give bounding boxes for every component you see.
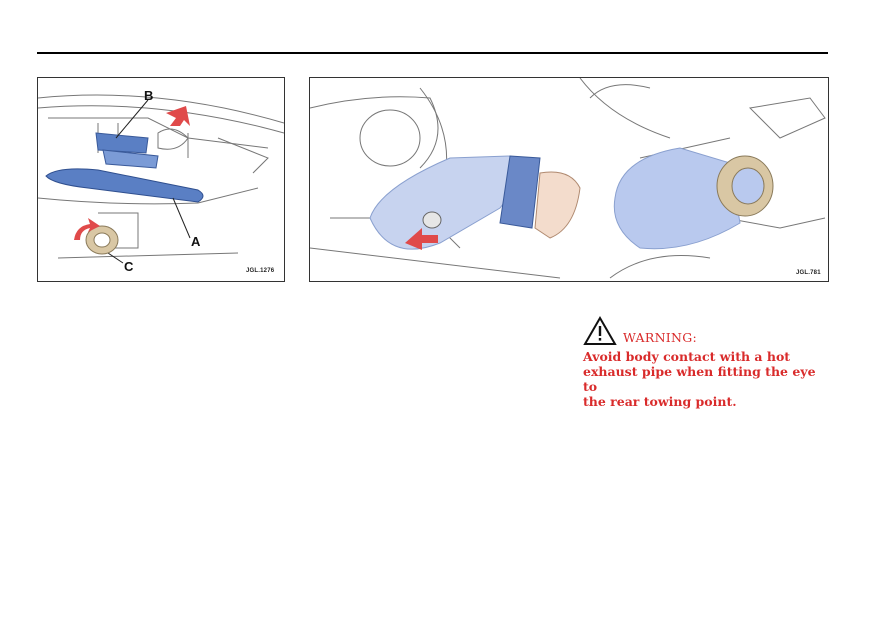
push-arrow-icon xyxy=(166,106,190,126)
warning-title: WARNING: xyxy=(623,330,698,345)
figure-code: JGL.781 xyxy=(796,270,821,276)
header-rule xyxy=(37,52,828,54)
hand-icon xyxy=(534,171,581,239)
towing-eye-icon xyxy=(499,155,541,229)
bumper-cover-illustration: B A C JGL.1276 xyxy=(37,77,285,282)
exhaust-tailpipe-illustration: JGL.781 xyxy=(309,77,829,282)
figure-code: JGL.1276 xyxy=(246,268,275,274)
part-c-towing-eye-cover-icon xyxy=(85,225,119,255)
warning-notice: WARNING: Avoid body contact with a hot e… xyxy=(583,314,833,409)
callout-c: C xyxy=(124,259,134,274)
warning-body: Avoid body contact with a hot exhaust pi… xyxy=(583,349,833,409)
warning-line: Avoid body contact with a hot xyxy=(583,349,791,364)
bumper-cover-drawing xyxy=(38,94,284,264)
part-b-clip-icon xyxy=(95,132,159,169)
exhaust-tailpipe-drawing xyxy=(310,78,826,279)
warning-triangle-icon xyxy=(583,316,617,345)
warning-line: the rear towing point. xyxy=(583,394,737,409)
callout-a: A xyxy=(191,234,201,249)
warning-line: exhaust pipe when fitting the eye to xyxy=(583,364,816,394)
insert-arrow-icon xyxy=(405,228,438,250)
exhaust-pipe-right-icon xyxy=(613,147,741,250)
fitted-towing-eye-icon xyxy=(716,155,774,217)
part-a-cover-icon xyxy=(45,168,204,203)
rotate-arrow-icon xyxy=(74,218,100,240)
callout-b: B xyxy=(144,88,154,103)
exhaust-pipe-left-icon xyxy=(369,155,517,250)
